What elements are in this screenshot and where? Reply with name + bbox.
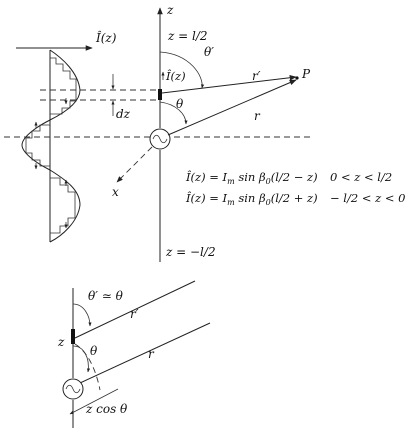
bottom-r-prime-ray: [74, 280, 196, 339]
z-bottom-label: z = −l/2: [165, 245, 216, 259]
r-prime-label: r′: [252, 69, 261, 83]
bottom-far-field-diagram: θ′ ≃ θ r′ r z θ z cos θ: [57, 280, 211, 428]
bottom-theta-label: θ: [90, 344, 98, 358]
z-cos-theta-arrow: [69, 388, 119, 415]
current-distribution: [16, 45, 93, 243]
x-axis-arrow: [116, 146, 153, 183]
r-label: r: [254, 109, 261, 123]
P-label: P: [301, 67, 311, 81]
theta-prime-approx-label: θ′ ≃ θ: [88, 289, 124, 303]
equation-2: Î(z) = Im sin β0(l/2 + z)− l/2 < z < 0: [185, 191, 405, 207]
equation-1: Î(z) = Im sin β0(l/2 − z)0 < z < l/2: [185, 170, 392, 186]
theta-prime-label: θ′: [204, 45, 214, 59]
top-dipole-diagram: z z = l/2 Î(z) Î(z) θ′ θ r′ r P dz x z =…: [4, 3, 405, 262]
r-prime-ray: [161, 74, 297, 94]
r-ray: [167, 79, 297, 136]
bottom-r-label: r: [148, 347, 155, 361]
staircase-lower: [50, 177, 76, 234]
theta-label: θ: [176, 97, 184, 111]
z-top-label: z = l/2: [167, 29, 208, 43]
theta-prime-arc: [159, 51, 205, 89]
dz-label: dz: [116, 107, 131, 121]
projection-dashed: [74, 343, 101, 391]
staircase-upper: [50, 57, 77, 115]
bottom-theta-arc: [72, 345, 91, 373]
bottom-source-sine-icon: [65, 384, 81, 394]
bottom-current-element: [71, 329, 75, 344]
source-sine-icon: [152, 134, 168, 144]
z-axis-label: z: [166, 3, 174, 17]
point-P: [295, 76, 299, 80]
z-cos-theta-label: z cos θ: [85, 402, 128, 416]
bottom-theta-prime-arc: [72, 303, 92, 327]
I-hat-left-label: Î(z): [95, 30, 117, 45]
bottom-r-ray: [79, 322, 211, 384]
I-hat-center-label: Î(z): [165, 69, 186, 83]
current-element: [158, 89, 162, 100]
staircase-middle: [25, 124, 50, 167]
x-label: x: [112, 185, 119, 199]
bottom-z-label: z: [57, 335, 65, 349]
bottom-r-prime-label: r′: [130, 307, 139, 321]
theta-arc: [159, 101, 188, 125]
